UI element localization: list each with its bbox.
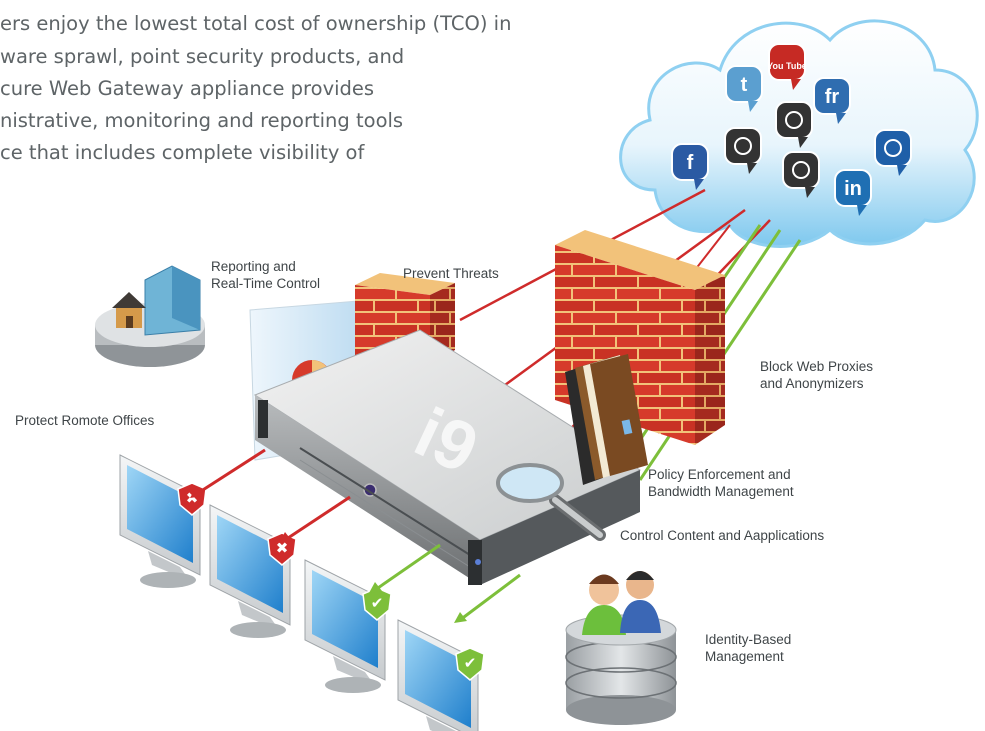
allowed-shield-icon [362, 587, 392, 621]
control-content-label: Control Content and Aapplications [620, 528, 825, 543]
prevent-threats-label: Prevent Threats [403, 266, 499, 281]
intro-paragraph: ers enjoy the lowest total cost of owner… [0, 0, 700, 200]
identity-management-line2: Management [705, 649, 784, 664]
svg-text:✔: ✔ [464, 654, 477, 672]
client-monitor-blocked: ✖ [209, 504, 297, 638]
dna-icon [775, 101, 813, 148]
intro-line-4: nistrative, monitoring and reporting too… [0, 109, 404, 132]
svg-text:✔: ✔ [371, 594, 384, 612]
twitter-icon: t [725, 65, 763, 112]
block-web-proxies-line2: and Anonymizers [760, 376, 864, 391]
svg-text:✖: ✖ [276, 539, 289, 557]
block-web-proxies-label: Block Web Proxies and Anonymizers [760, 358, 873, 392]
identity-database-icon [565, 571, 677, 725]
magnifier-icon [496, 463, 606, 541]
myspace-icon [874, 129, 912, 176]
client-arrows [190, 448, 521, 623]
intro-line-5: ce that includes complete visibility of [0, 141, 365, 164]
policy-enforcement-label: Policy Enforcement and Bandwidth Managem… [648, 466, 794, 500]
svg-text:f: f [687, 152, 694, 174]
intro-line-2: ware sprawl, point security products, an… [0, 45, 405, 68]
identity-management-label: Identity-Based Management [705, 631, 791, 665]
reporting-label-line1: Reporting and [211, 259, 296, 274]
cloud-app-icons: t You Tube fr f in [671, 43, 912, 216]
client-monitor-allowed: ✔ [397, 619, 485, 731]
svg-text:t: t [741, 74, 748, 96]
allowed-shield-icon [455, 647, 485, 681]
identity-management-line1: Identity-Based [705, 632, 792, 647]
block-web-proxies-line1: Block Web Proxies [760, 359, 874, 374]
policy-enforcement-line1: Policy Enforcement and [648, 467, 791, 482]
svg-text:in: in [844, 178, 862, 200]
client-monitor-allowed: ✔ [304, 559, 392, 693]
policy-book-icon [565, 354, 648, 485]
intro-line-3: cure Web Gateway appliance provides [0, 77, 375, 100]
linkedin-icon: in [834, 169, 872, 216]
reporting-label-line2: Real-Time Control [211, 276, 321, 291]
youtube-icon: You Tube [767, 43, 807, 90]
spy-icon [782, 151, 820, 198]
protect-remote-offices-label: Protect Romote Offices [15, 413, 155, 428]
policy-enforcement-line2: Bandwidth Management [648, 484, 794, 499]
intro-line-1: ers enjoy the lowest total cost of owner… [0, 12, 512, 35]
client-monitor-blocked: ✖ [119, 454, 207, 588]
remote-office-icon [95, 265, 205, 367]
malware-bug-icon [724, 127, 762, 174]
svg-text:fr: fr [825, 86, 840, 108]
client-monitors: ✖ ✖ ✔ ✔ [119, 454, 485, 731]
reporting-label: Reporting and Real-Time Control [211, 258, 320, 292]
svg-text:You Tube: You Tube [767, 61, 807, 71]
facebook-icon: f [671, 143, 709, 190]
friendfeed-icon: fr [813, 77, 851, 124]
